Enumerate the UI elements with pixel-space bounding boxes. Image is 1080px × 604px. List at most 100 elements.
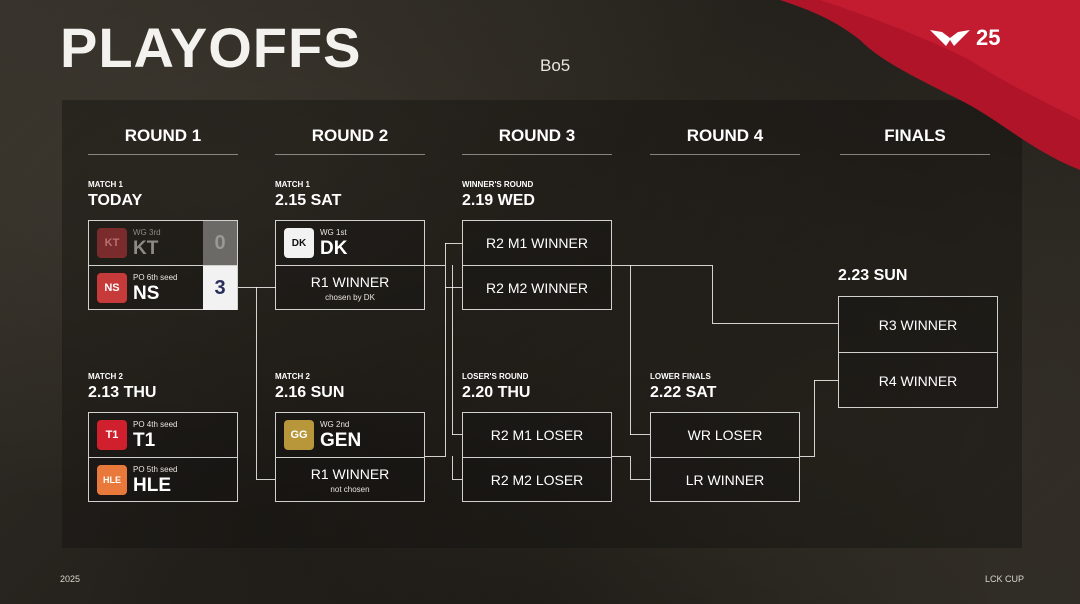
r1m1-label: MATCH 1 bbox=[88, 180, 123, 189]
footer-year: 2025 bbox=[60, 574, 81, 584]
r2m1-slot-sub: chosen by DK bbox=[325, 293, 375, 302]
r2m2-label: MATCH 2 bbox=[275, 372, 310, 381]
team-gen: GG WG 2nd GEN bbox=[276, 413, 361, 457]
connector-line bbox=[800, 456, 814, 457]
wing-logo-icon bbox=[930, 30, 970, 46]
round-header-2: ROUND 2 bbox=[275, 126, 425, 155]
r3-losers-box[interactable]: R2 M1 LOSER R2 M2 LOSER bbox=[462, 412, 612, 502]
r2m1-slot: R1 WINNER chosen by DK bbox=[276, 266, 424, 310]
kt-name: KT bbox=[133, 237, 159, 259]
r2m1-match-box[interactable]: DK WG 1st DK R1 WINNER chosen by DK bbox=[275, 220, 425, 310]
team-t1: T1 PO 4th seed T1 bbox=[89, 413, 177, 457]
bracket-panel bbox=[62, 100, 1022, 548]
connector-line bbox=[630, 265, 631, 435]
team-ns: NS PO 6th seed NS bbox=[89, 266, 177, 310]
r3-winners-box[interactable]: R2 M1 WINNER R2 M2 WINNER bbox=[462, 220, 612, 310]
connector-line bbox=[712, 323, 838, 324]
r2m1-date: 2.15 SAT bbox=[275, 192, 342, 209]
connector-line bbox=[452, 434, 462, 435]
red-flag-decoration bbox=[780, 0, 1080, 170]
connector-line bbox=[445, 287, 462, 288]
finals-box[interactable]: R3 WINNER R4 WINNER bbox=[838, 296, 998, 408]
r3-losers-label: LOSER'S ROUND bbox=[462, 372, 529, 381]
dk-name: DK bbox=[320, 237, 348, 259]
kt-logo-icon: KT bbox=[97, 228, 127, 258]
hle-logo-icon: HLE bbox=[97, 465, 127, 495]
round-header-3: ROUND 3 bbox=[462, 126, 612, 155]
connector-line bbox=[814, 380, 815, 457]
gen-name: GEN bbox=[320, 429, 362, 451]
r3-losers-date: 2.20 THU bbox=[462, 384, 531, 401]
team-hle: HLE PO 5th seed HLE bbox=[89, 458, 177, 502]
connector-line bbox=[452, 456, 453, 479]
r2m2-date: 2.16 SUN bbox=[275, 384, 345, 401]
connector-line bbox=[445, 287, 446, 457]
round-header-4: ROUND 4 bbox=[650, 126, 800, 155]
ns-score: 3 bbox=[203, 266, 237, 310]
team-dk: DK WG 1st DK bbox=[276, 221, 347, 265]
t1-name: T1 bbox=[133, 429, 156, 451]
r1m2-match-box[interactable]: T1 PO 4th seed T1 HLE PO 5th seed HLE bbox=[88, 412, 238, 502]
r4-slot1-text: WR LOSER bbox=[687, 427, 763, 443]
page-title: PLAYOFFS bbox=[60, 16, 362, 79]
r3-losers-slot1: R2 M1 LOSER bbox=[463, 413, 611, 457]
r4-slot2-text: LR WINNER bbox=[685, 472, 765, 488]
r3-winners-slot2-text: R2 M2 WINNER bbox=[486, 280, 588, 296]
hle-seed: PO 5th seed bbox=[133, 464, 178, 474]
logo-number: 25 bbox=[976, 25, 1001, 50]
r4-slot1: WR LOSER bbox=[651, 413, 799, 457]
r3-losers-slot2-text: R2 M2 LOSER bbox=[490, 472, 584, 488]
r2m1-label: MATCH 1 bbox=[275, 180, 310, 189]
connector-line bbox=[452, 265, 453, 435]
r2m2-match-box[interactable]: GG WG 2nd GEN R1 WINNER not chosen bbox=[275, 412, 425, 502]
connector-line bbox=[612, 456, 630, 457]
t1-logo-icon: T1 bbox=[97, 420, 127, 450]
round-header-1: ROUND 1 bbox=[88, 126, 238, 155]
r4-box[interactable]: WR LOSER LR WINNER bbox=[650, 412, 800, 502]
r4-date: 2.22 SAT bbox=[650, 384, 717, 401]
connector-line bbox=[445, 243, 446, 287]
r3-winners-slot1: R2 M1 WINNER bbox=[463, 221, 611, 265]
r3-winners-slot2: R2 M2 WINNER bbox=[463, 266, 611, 310]
r3-winners-label: WINNER'S ROUND bbox=[462, 180, 534, 189]
gen-seed: WG 2nd bbox=[320, 419, 350, 429]
dk-logo-icon: DK bbox=[284, 228, 314, 258]
connector-line bbox=[425, 265, 445, 266]
r3-winners-date: 2.19 WED bbox=[462, 192, 535, 209]
connector-line bbox=[630, 479, 650, 480]
r1m1-match-box[interactable]: KT WG 3rd KT 0 NS PO 6th seed NS 3 bbox=[88, 220, 238, 310]
r2m1-slot-main: R1 WINNER bbox=[310, 274, 390, 290]
ns-logo-icon: NS bbox=[97, 273, 127, 303]
connector-line bbox=[452, 479, 462, 480]
r2m2-slot: R1 WINNER not chosen bbox=[276, 458, 424, 502]
r3-losers-slot1-text: R2 M1 LOSER bbox=[490, 427, 584, 443]
connector-line bbox=[712, 265, 713, 323]
connector-line bbox=[814, 380, 838, 381]
finals-slot2: R4 WINNER bbox=[839, 353, 997, 408]
r1m2-date: 2.13 THU bbox=[88, 384, 157, 401]
kt-seed: WG 3rd bbox=[133, 227, 161, 237]
hle-name: HLE bbox=[133, 474, 171, 496]
ns-seed: PO 6th seed bbox=[133, 272, 178, 282]
connector-line bbox=[630, 434, 650, 435]
r1m2-label: MATCH 2 bbox=[88, 372, 123, 381]
connector-line bbox=[425, 456, 445, 457]
format-label: Bo5 bbox=[540, 56, 571, 75]
r3-winners-slot1-text: R2 M1 WINNER bbox=[486, 235, 588, 251]
r3-losers-slot2: R2 M2 LOSER bbox=[463, 458, 611, 502]
finals-slot1: R3 WINNER bbox=[839, 297, 997, 352]
lck-cup-logo: 25 bbox=[930, 24, 1030, 52]
finals-date: 2.23 SUN bbox=[838, 267, 908, 284]
gen-logo-icon: GG bbox=[284, 420, 314, 450]
connector-line bbox=[256, 479, 275, 480]
connector-line bbox=[445, 243, 462, 244]
connector-line bbox=[256, 287, 257, 479]
ns-name: NS bbox=[133, 282, 160, 304]
kt-score: 0 bbox=[203, 221, 237, 265]
t1-seed: PO 4th seed bbox=[133, 419, 178, 429]
r2m2-slot-main: R1 WINNER bbox=[310, 466, 390, 482]
r4-label: LOWER FINALS bbox=[650, 372, 711, 381]
r4-slot2: LR WINNER bbox=[651, 458, 799, 502]
finals-slot1-text: R3 WINNER bbox=[878, 316, 958, 333]
r2m2-slot-sub: not chosen bbox=[330, 485, 370, 494]
